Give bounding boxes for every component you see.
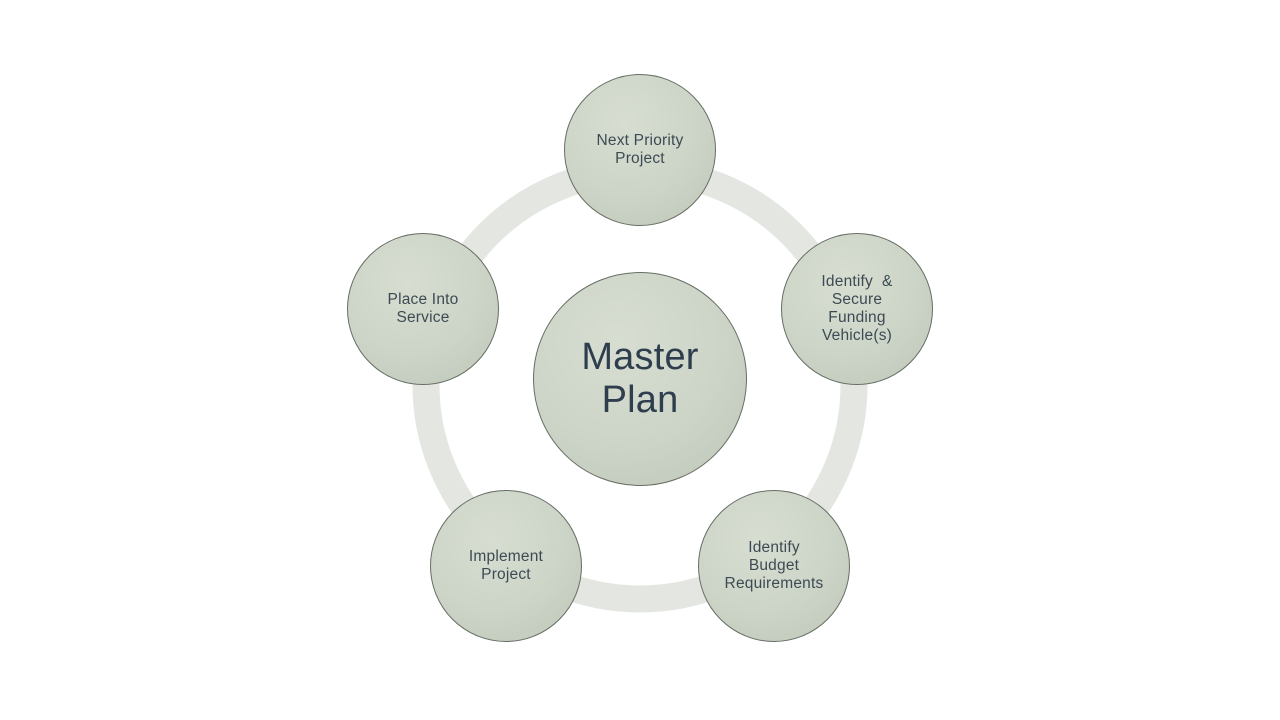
- node-implement-project-label: Implement Project: [468, 548, 544, 583]
- node-master-plan[interactable]: Master Plan: [533, 272, 747, 486]
- node-place-into-service[interactable]: Place Into Service: [347, 233, 499, 385]
- node-implement-project[interactable]: Implement Project: [430, 490, 582, 642]
- node-identify-budget-requirements[interactable]: Identify Budget Requirements: [698, 490, 850, 642]
- node-next-priority-project-label: Next Priority Project: [596, 132, 684, 167]
- node-identify-budget-requirements-label: Identify Budget Requirements: [724, 539, 824, 592]
- node-master-plan-label: Master Plan: [581, 336, 699, 421]
- node-next-priority-project[interactable]: Next Priority Project: [564, 74, 716, 226]
- node-identify-secure-funding-vehicles-label: Identify & Secure Funding Vehicle(s): [821, 273, 893, 344]
- node-identify-secure-funding-vehicles[interactable]: Identify & Secure Funding Vehicle(s): [781, 233, 933, 385]
- node-place-into-service-label: Place Into Service: [387, 291, 459, 326]
